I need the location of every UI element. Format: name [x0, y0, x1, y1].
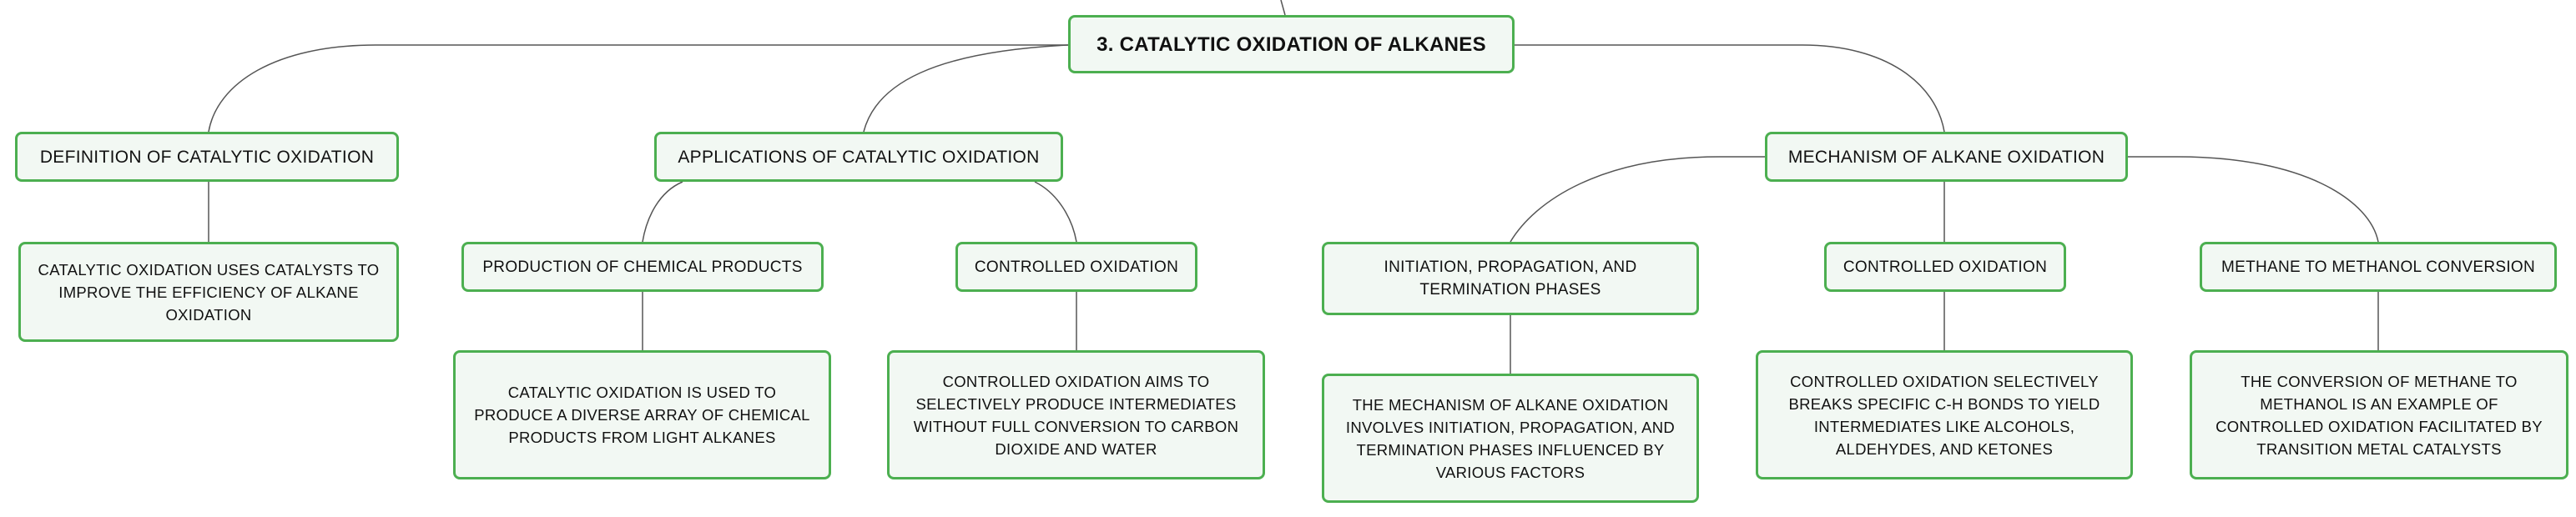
subnode-applications-controlled[interactable]: CONTROLLED OXIDATION	[955, 242, 1197, 292]
connector-mechanism-methane	[2125, 156, 2379, 243]
root-node[interactable]: 3. CATALYTIC OXIDATION OF ALKANES	[1068, 15, 1515, 73]
methane-detail[interactable]: THE CONVERSION OF METHANE TO METHANOL IS…	[2190, 350, 2568, 479]
branch-applications[interactable]: APPLICATIONS OF CATALYTIC OXIDATION	[654, 132, 1063, 182]
connector-parent-root	[1280, 0, 1286, 16]
production-detail[interactable]: CATALYTIC OXIDATION IS USED TO PRODUCE A…	[453, 350, 831, 479]
connector-root-definition	[208, 44, 1068, 133]
subnode-mechanism-controlled[interactable]: CONTROLLED OXIDATION	[1824, 242, 2066, 292]
phases-detail[interactable]: THE MECHANISM OF ALKANE OXIDATION INVOLV…	[1322, 374, 1699, 503]
subnode-phases[interactable]: INITIATION, PROPAGATION, AND TERMINATION…	[1322, 242, 1699, 315]
subnode-production[interactable]: PRODUCTION OF CHEMICAL PRODUCTS	[461, 242, 824, 292]
connector-root-applications	[863, 44, 1069, 133]
branch-mechanism[interactable]: MECHANISM OF ALKANE OXIDATION	[1765, 132, 2128, 182]
branch-definition[interactable]: DEFINITION OF CATALYTIC OXIDATION	[15, 132, 399, 182]
applications-controlled-detail[interactable]: CONTROLLED OXIDATION AIMS TO SELECTIVELY…	[887, 350, 1265, 479]
connector-mechanism-phases	[1510, 156, 1767, 243]
mechanism-controlled-detail[interactable]: CONTROLLED OXIDATION SELECTIVELY BREAKS …	[1756, 350, 2133, 479]
connector-root-mechanism	[1515, 44, 1945, 133]
subnode-methane[interactable]: METHANE TO METHANOL CONVERSION	[2200, 242, 2557, 292]
connector-applications-production	[642, 181, 683, 243]
definition-detail[interactable]: CATALYTIC OXIDATION USES CATALYSTS TO IM…	[18, 242, 399, 342]
connector-applications-controlled	[1034, 181, 1077, 243]
